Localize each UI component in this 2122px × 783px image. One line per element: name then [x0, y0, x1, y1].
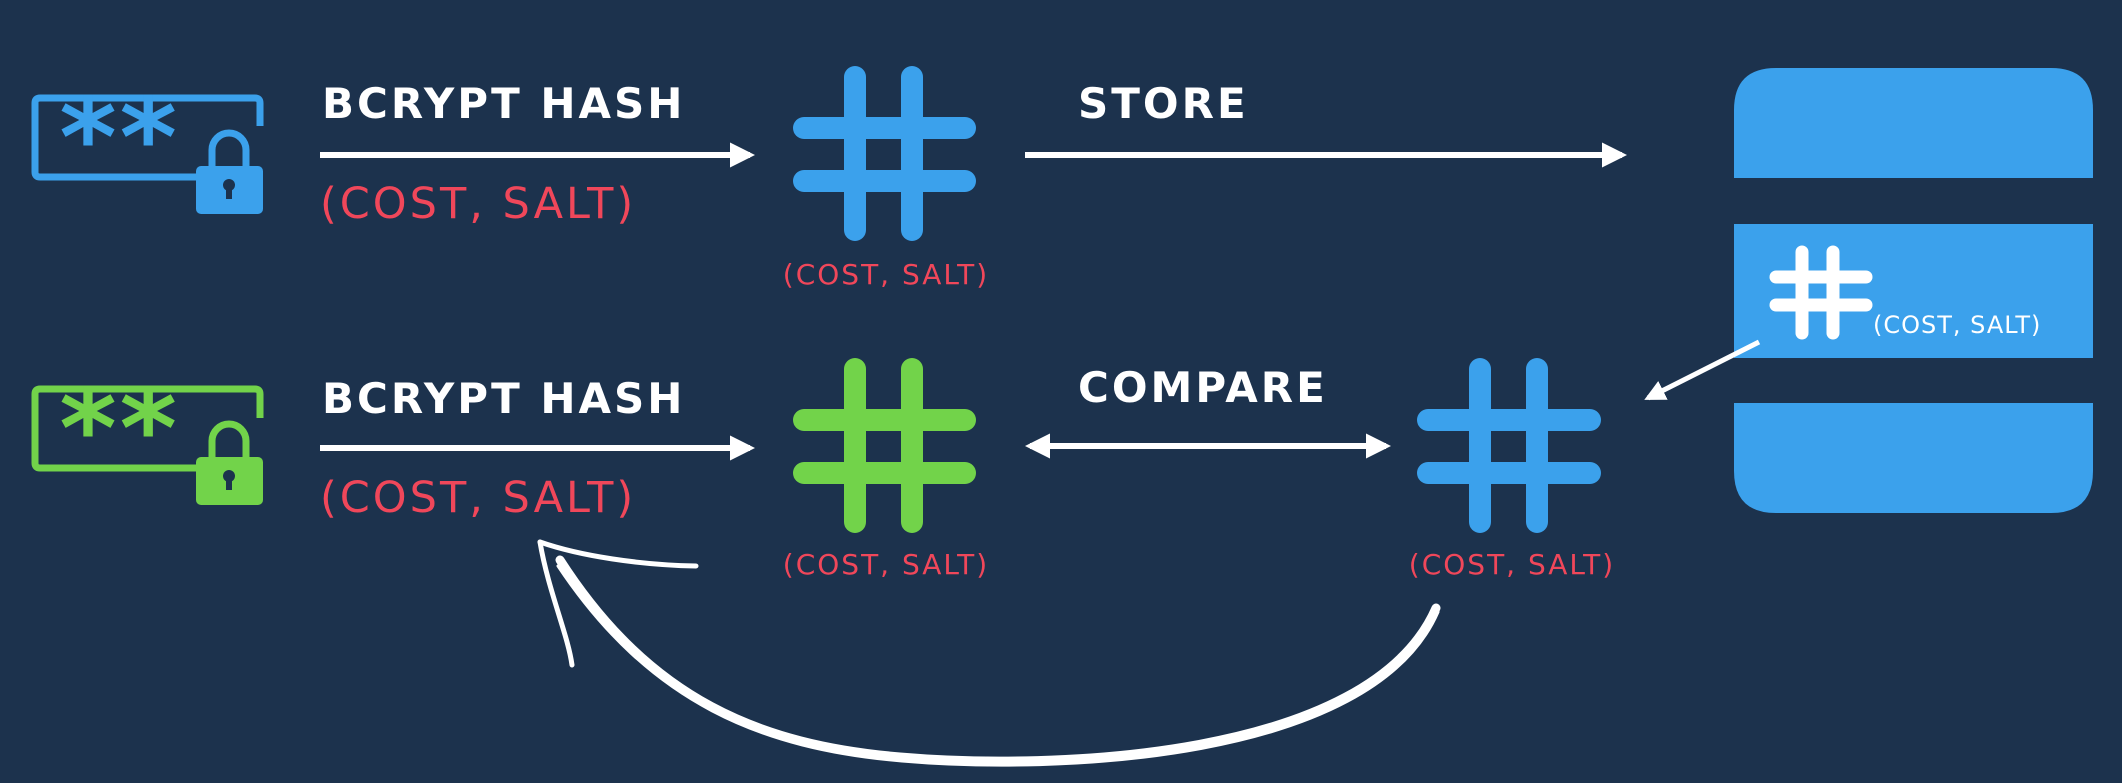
- retrieve-arrow: [1644, 339, 1761, 401]
- lock-icon: [196, 420, 263, 505]
- hash-icon: [793, 358, 976, 533]
- step-params: (COST, SALT): [320, 179, 636, 229]
- hash-params: (COST, SALT): [783, 548, 989, 581]
- database-icon: (COST, SALT): [1734, 68, 2093, 513]
- store-label: STORE: [1078, 79, 1249, 128]
- hash-params: (COST, SALT): [783, 258, 989, 291]
- password-mask: **: [55, 365, 175, 493]
- step-label: BCRYPT HASH: [322, 79, 685, 128]
- stored-hash-icon: [1769, 245, 1873, 340]
- lock-icon: [196, 129, 263, 214]
- password-lock-icon: **: [31, 365, 264, 505]
- hash-icon: [793, 66, 976, 241]
- stored-hash-params: (COST, SALT): [1873, 311, 2041, 339]
- step-params: (COST, SALT): [320, 473, 636, 523]
- password-lock-icon: **: [31, 74, 264, 214]
- reuse-params-arrow: [537, 539, 1441, 767]
- step-label: BCRYPT HASH: [322, 374, 685, 423]
- hash-icon: [1417, 358, 1601, 533]
- password-mask: **: [55, 74, 175, 202]
- retrieved-hash-params: (COST, SALT): [1409, 548, 1615, 581]
- compare-label: COMPARE: [1078, 363, 1328, 412]
